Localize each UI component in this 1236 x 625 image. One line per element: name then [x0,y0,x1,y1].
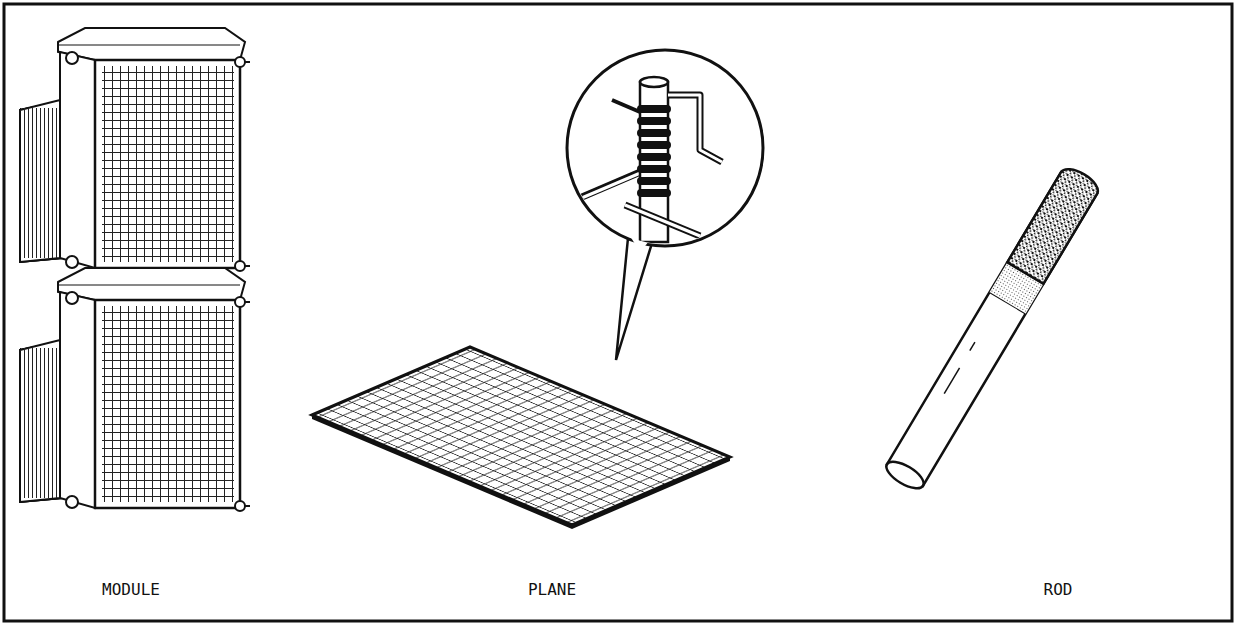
part-label: MODULE [102,581,160,599]
module-drawing [20,28,250,511]
part-label: PLANE [528,581,576,599]
rod-drawing [882,164,1102,494]
frame [4,4,1232,621]
plane-drawing [312,347,730,529]
part-label: ROD [1044,581,1073,599]
magnifier [567,50,763,360]
